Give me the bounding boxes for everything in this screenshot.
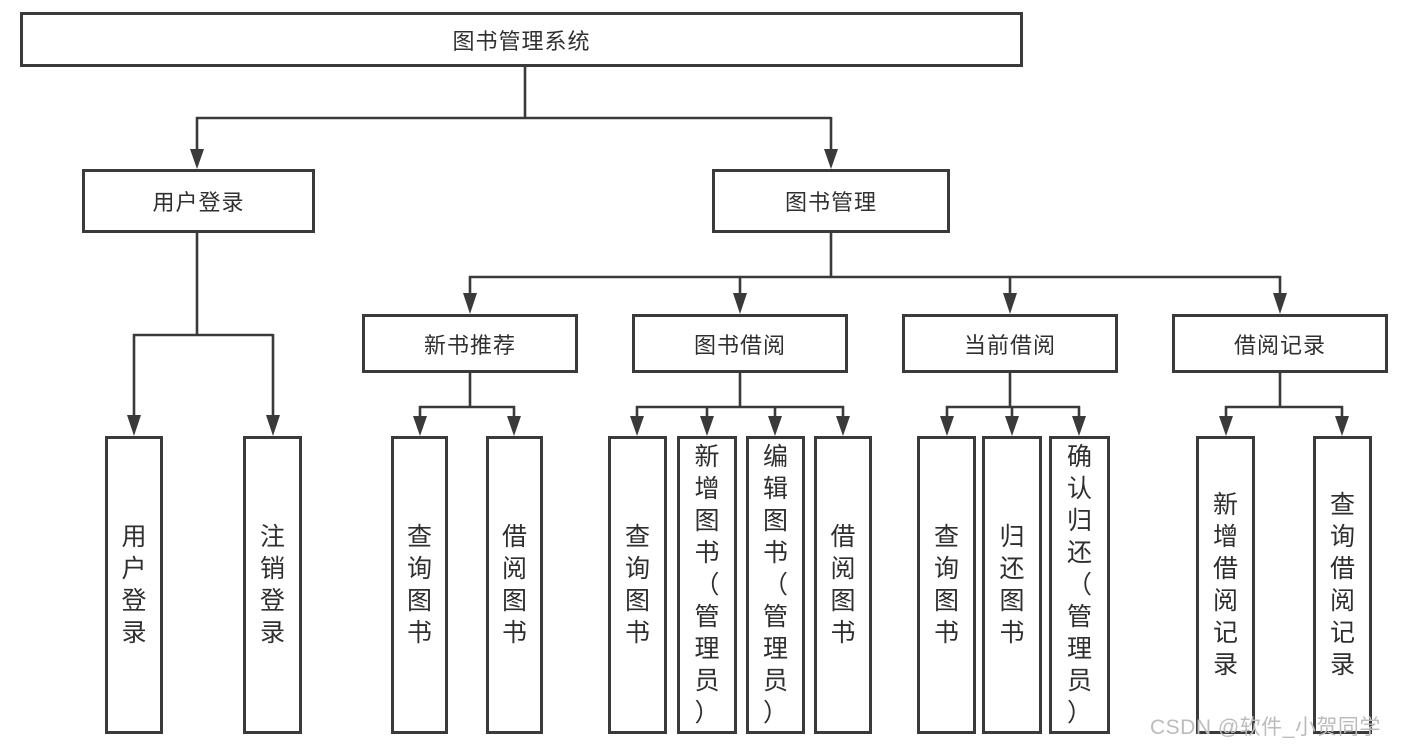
connector-book-management-to-level3 <box>463 233 1287 314</box>
leaf-user-login: 用户登录 <box>105 436 163 734</box>
leaf-add-books-admin: 新增图书（管理员） <box>677 436 737 734</box>
leaf-query-books-borrow: 查询图书 <box>608 436 667 734</box>
leaf-borrow-books: 借阅图书 <box>814 436 872 734</box>
node-label: 查询图书 <box>406 523 432 647</box>
node-label: 用户登录 <box>121 523 147 647</box>
node-root-book-management-system: 图书管理系统 <box>20 12 1023 67</box>
node-current-borrow: 当前借阅 <box>902 314 1118 373</box>
leaf-borrow-books-recommend: 借阅图书 <box>486 436 543 734</box>
node-label: 图书管理 <box>784 190 877 215</box>
leaf-query-books-current: 查询图书 <box>917 436 976 734</box>
csdn-watermark: CSDN @软件_小贺同学 <box>1150 716 1381 739</box>
leaf-confirm-return-admin: 确认归还（管理员） <box>1049 436 1110 734</box>
leaf-query-borrow-record: 查询借阅记录 <box>1313 436 1372 734</box>
connector-user-login-to-leaves <box>127 233 280 436</box>
leaf-edit-books-admin: 编辑图书（管理员） <box>746 436 805 734</box>
node-label: 当前借阅 <box>963 332 1056 358</box>
node-label: 新书推荐 <box>423 332 516 358</box>
leaf-add-borrow-record: 新增借阅记录 <box>1196 436 1255 734</box>
node-user-login: 用户登录 <box>82 169 315 233</box>
node-label: 新增借阅记录 <box>1212 491 1238 679</box>
node-label: 用户登录 <box>152 190 245 215</box>
node-label: 借阅图书 <box>501 523 527 647</box>
node-borrow-records: 借阅记录 <box>1172 314 1388 373</box>
connector-borrow-records-to-leaves <box>1219 373 1349 436</box>
node-label: 查询图书 <box>933 523 959 647</box>
leaf-return-books: 归还图书 <box>982 436 1042 734</box>
node-label: 注销登录 <box>259 523 285 647</box>
node-book-management: 图书管理 <box>712 169 950 233</box>
node-label: 查询图书 <box>624 523 650 647</box>
node-label: 编辑图书（管理员） <box>762 443 788 727</box>
connector-new-book-recommend-to-leaves <box>413 373 521 436</box>
node-label: 借阅图书 <box>830 523 856 647</box>
node-book-borrow: 图书借阅 <box>632 314 848 373</box>
node-label: 借阅记录 <box>1233 332 1326 358</box>
node-label: 新增图书（管理员） <box>694 443 720 727</box>
node-label: 归还图书 <box>999 523 1025 647</box>
connector-book-borrow-to-leaves <box>630 373 850 436</box>
node-label: 确认归还（管理员） <box>1066 443 1092 727</box>
leaf-query-books-recommend: 查询图书 <box>391 436 448 734</box>
node-new-book-recommend: 新书推荐 <box>362 314 578 373</box>
leaf-logout: 注销登录 <box>243 436 302 734</box>
node-label: 图书管理系统 <box>452 28 591 54</box>
connector-current-borrow-to-leaves <box>940 373 1086 436</box>
connector-root-to-level2 <box>190 67 838 169</box>
node-label: 图书借阅 <box>693 332 786 358</box>
node-label: 查询借阅记录 <box>1329 491 1355 679</box>
